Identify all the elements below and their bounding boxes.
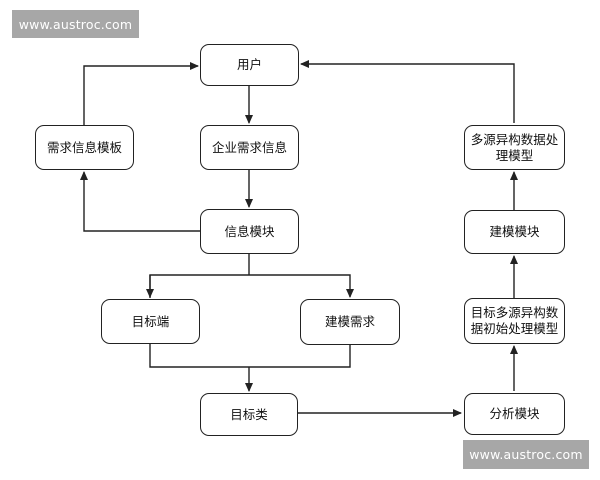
node-demand-info-template: 需求信息模板 <box>35 125 134 170</box>
node-target-end: 目标端 <box>101 299 200 344</box>
edge-info-module-to-template <box>80 171 201 232</box>
node-target-class: 目标类 <box>200 393 298 436</box>
edge-split-to-target-end <box>149 274 354 298</box>
node-info-module: 信息模块 <box>200 209 299 254</box>
node-user: 用户 <box>200 44 299 86</box>
watermark-top: www.austroc.com <box>12 10 139 38</box>
edge-target-end-merge <box>149 344 351 368</box>
node-target-multisource-initial-model: 目标多源异构数据初始处理模型 <box>464 298 565 344</box>
node-modeling-module: 建模模块 <box>464 210 565 254</box>
node-multisource-processing-model: 多源异构数据处理模型 <box>464 125 565 170</box>
node-analysis-module: 分析模块 <box>464 393 565 435</box>
node-modeling-demand: 建模需求 <box>300 299 400 345</box>
node-enterprise-demand-info: 企业需求信息 <box>200 125 299 170</box>
edge-processing-model-to-user <box>300 60 515 123</box>
edge-template-to-user <box>83 62 199 125</box>
watermark-bottom: www.austroc.com <box>463 440 589 469</box>
